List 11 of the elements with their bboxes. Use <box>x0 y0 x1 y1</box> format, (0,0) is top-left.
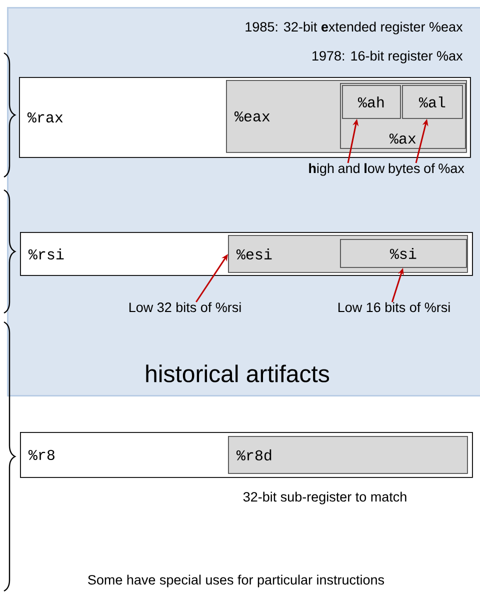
sub-register-box: %si <box>340 239 467 268</box>
caption-text: 32-bit sub-register to match <box>243 492 406 504</box>
annotation-text: Low 32 bits of %rsi <box>129 302 241 312</box>
caption-text: 1985: 32-bit extended register %eax <box>246 22 463 34</box>
sub-register-box: %ah <box>342 85 401 119</box>
annotation-text: high and low bytes of %ax <box>309 163 464 176</box>
annotation-text: Low 16 bits of %rsi <box>338 302 450 312</box>
caption-text: Some have special uses for particular instructions <box>88 574 384 588</box>
sub-register-box: %r8d <box>228 436 468 474</box>
caption-text: 1978: 16-bit register %ax <box>312 50 463 64</box>
sub-register-box: %al <box>402 85 463 119</box>
